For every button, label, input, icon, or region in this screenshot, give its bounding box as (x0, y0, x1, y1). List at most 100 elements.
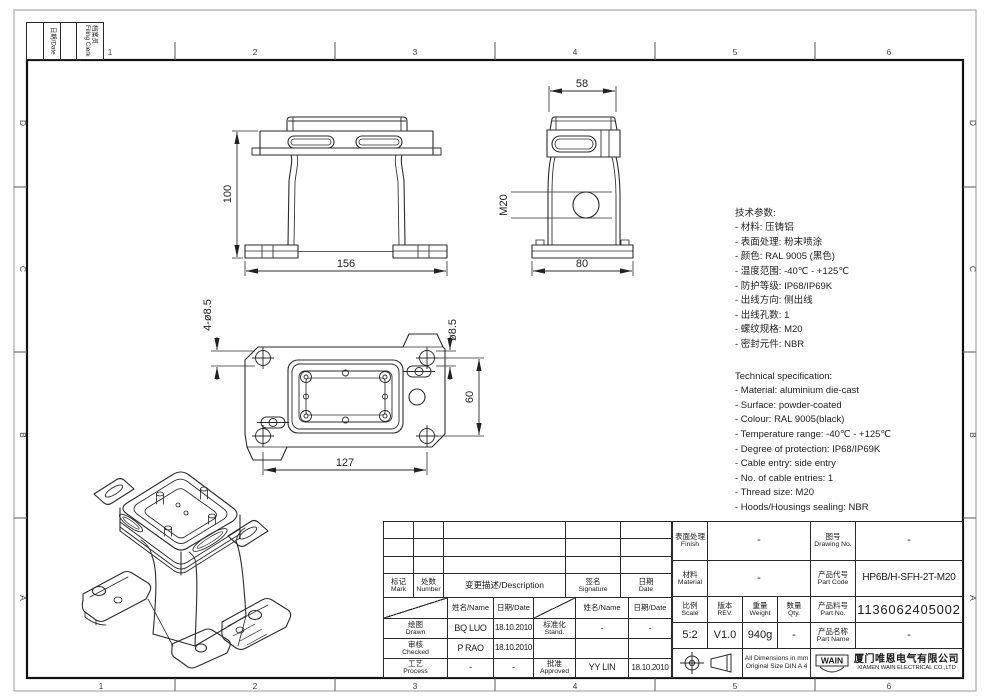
label-en: Drawing No. (814, 541, 852, 549)
empty-cell (628, 638, 672, 659)
revision-cell (383, 538, 414, 557)
filing-cell-clerk: 档案员 Filing Clerk (76, 22, 104, 60)
value: - (648, 622, 652, 633)
dimension-front-width: 156 (244, 258, 448, 276)
filing-clerk-en: Filing Clerk (84, 25, 91, 57)
label-zh: 日期 (638, 576, 654, 586)
zone-letter: B (968, 432, 978, 438)
projection-symbols (672, 648, 743, 678)
drawn-date: 18.10.2010 (493, 618, 534, 639)
sheet-frame: 1 2 3 4 5 6 1 2 3 4 5 6 D C B A D C B A (13, 9, 978, 692)
wain-logo-icon: WAIN (815, 654, 849, 673)
zone-numbers: 1 2 3 4 5 6 1 2 3 4 5 6 (99, 47, 892, 691)
diagonal-cell (533, 597, 576, 619)
label-en: Qty. (788, 609, 800, 617)
value: - (757, 571, 761, 584)
label-en: Finish (680, 541, 700, 549)
label: 姓名/Name (451, 603, 490, 613)
label-zh: 审核 (408, 639, 423, 649)
plan-view: 4-ø8.5 ø8.5 60 127 (202, 299, 484, 475)
title-block: 标记 Mark 处数 Number 变更描述/Description 签名 Si… (383, 521, 963, 678)
dimensions-note: All Dimensions in mm Original Size DIN A… (742, 648, 811, 678)
thread-callout-m20: M20 (498, 191, 612, 219)
revision-header-mark: 标记 Mark (383, 573, 414, 598)
value: - (757, 534, 761, 547)
approved-label: 批准 Approved (533, 658, 576, 678)
value: HP6B/H-SFH-2T-M20 (862, 572, 956, 584)
dim-label-80: 80 (576, 258, 588, 270)
revision-cell (565, 538, 621, 557)
label-zh: 批准 (547, 659, 562, 669)
revision-cell (413, 556, 444, 574)
stand-label: 标准化 Stand. (533, 618, 576, 639)
label-zh: 工艺 (408, 659, 423, 669)
value: YY LIN (588, 662, 616, 673)
checked-name: P RAO (447, 638, 494, 659)
value: V1.0 (713, 628, 737, 641)
revision-header-signature: 签名 Signature (565, 573, 621, 598)
dimension-front-height: 100 (222, 130, 258, 259)
value: - (907, 534, 911, 547)
company-name-zh: 厦门唯恩电气有限公司 (854, 653, 959, 665)
weight-label: 重量 Weight (742, 596, 778, 623)
revision-cell (620, 521, 672, 539)
revision-header-number: 处数 Number (413, 573, 444, 598)
label-en: Material (677, 578, 703, 586)
revision-cell (620, 556, 672, 574)
filing-strip: 日期/Date 档案员 Filing Clerk (26, 22, 104, 60)
dimension-side-bottom: 80 (531, 258, 634, 276)
filing-date-label: 日期/Date (49, 27, 57, 55)
dim-label-156: 156 (337, 258, 355, 270)
zone-letter: C (968, 266, 978, 272)
label-zh: 图号 (825, 532, 841, 542)
label-zh: 产品料号 (818, 600, 848, 610)
filing-cell-blank (26, 22, 44, 60)
diagonal-cell (383, 597, 448, 619)
label-zh: 重量 (752, 600, 768, 610)
note-line: All Dimensions in mm (744, 654, 809, 662)
revision-header-description: 变更描述/Description (443, 573, 566, 598)
value: 5:2 (682, 628, 698, 641)
zone-letters: D C B A D C B A (18, 120, 978, 601)
dim-label-127: 127 (336, 457, 354, 469)
name-header: 姓名/Name (575, 597, 629, 619)
spec-lines-zh: - 材料: 压铸铝 - 表面处理: 粉末喷涂 - 颜色: RAL 9005 (黑… (735, 222, 849, 350)
label-en: Part Code (817, 578, 849, 586)
process-date: - (493, 658, 534, 678)
zone-ticks (14, 42, 976, 691)
zone-letter: B (18, 432, 28, 438)
company-cell: WAIN 厦门唯恩电气有限公司 XIAMEN WAIN ELECTRICAL C… (810, 648, 963, 678)
label-zh: 产品名称 (818, 626, 848, 636)
label-en: Mark (390, 585, 407, 593)
revision-cell (383, 521, 414, 539)
value: 1136062405002 (857, 601, 961, 617)
dimension-plan-width: 127 (262, 452, 428, 475)
revision-cell (413, 521, 444, 539)
value: - (469, 662, 472, 673)
zone-number: 6 (887, 47, 892, 57)
qty-value: - (777, 622, 811, 649)
date-header: 日期/Date (493, 597, 534, 619)
zone-letter: D (18, 120, 28, 126)
zone-number: 2 (253, 681, 258, 691)
label-en: Scale (681, 609, 699, 617)
label: 日期/Date (497, 603, 530, 613)
zone-letter: A (968, 595, 978, 601)
zone-number: 2 (253, 47, 258, 57)
zone-number: 1 (99, 681, 104, 691)
value: 18.10.2010 (494, 623, 533, 633)
filing-clerk-zh: 档案员 (90, 25, 98, 45)
spec-block-chinese: 技术参数:- 材料: 压铸铝 - 表面处理: 粉末喷涂 - 颜色: RAL 90… (735, 192, 930, 353)
zone-number: 5 (733, 47, 738, 57)
value: - (512, 662, 515, 673)
first-angle-symbol-icon (679, 652, 704, 674)
rev-label: 版本 REV. (707, 596, 743, 623)
label-en: Drawn (405, 628, 426, 636)
revision-cell (443, 521, 566, 539)
part-no-label: 产品料号 Part No. (810, 596, 856, 623)
cone-projection-icon (710, 653, 731, 673)
label-en: Part No. (820, 609, 846, 617)
value: 18.10.2010 (631, 662, 669, 672)
